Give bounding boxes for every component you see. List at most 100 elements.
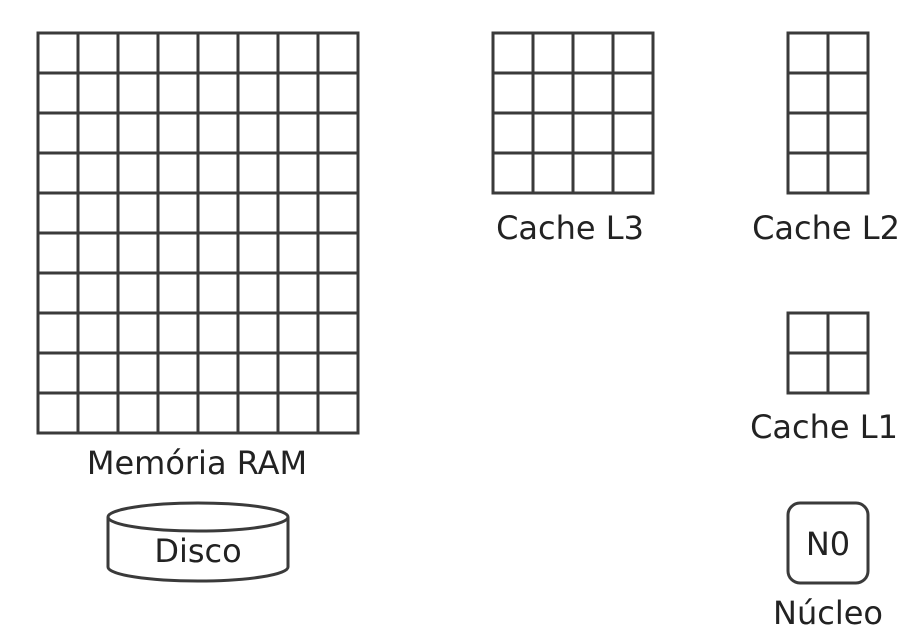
cache-l1-block: [786, 311, 870, 395]
memory-cell: [36, 31, 80, 75]
memory-cell: [276, 271, 320, 315]
memory-cell: [611, 71, 655, 115]
memory-cell: [786, 31, 830, 75]
memory-cell: [156, 351, 200, 395]
memory-cell: [236, 191, 280, 235]
memory-cell: [276, 351, 320, 395]
memory-cell: [491, 71, 535, 115]
memory-cell: [531, 111, 575, 155]
memory-cell: [196, 231, 240, 275]
memory-cell: [116, 191, 160, 235]
memory-cell: [76, 391, 120, 435]
memory-cell: [826, 71, 870, 115]
memory-cell: [76, 71, 120, 115]
memory-cell: [36, 71, 80, 115]
memory-cell: [236, 391, 280, 435]
memory-cell: [116, 271, 160, 315]
memory-cell: [276, 191, 320, 235]
cache-l1-label: Cache L1: [750, 408, 898, 446]
core-label: Núcleo: [773, 594, 883, 632]
memory-cell: [196, 71, 240, 115]
memory-cell: [826, 151, 870, 195]
memory-cell: [76, 151, 120, 195]
memory-cell: [236, 351, 280, 395]
memory-cell: [531, 151, 575, 195]
memory-cell: [531, 31, 575, 75]
memory-cell: [156, 391, 200, 435]
memory-cell: [76, 271, 120, 315]
memory-cell: [116, 31, 160, 75]
memory-cell: [76, 111, 120, 155]
memory-cell: [236, 31, 280, 75]
cache-l2-block: [786, 31, 870, 195]
memory-cell: [156, 151, 200, 195]
memory-cell: [786, 351, 830, 395]
memory-cell: [316, 151, 360, 195]
memory-cell: [316, 271, 360, 315]
memory-cell: [36, 391, 80, 435]
memory-cell: [76, 31, 120, 75]
memory-cell: [316, 391, 360, 435]
memory-cell: [116, 391, 160, 435]
memory-cell: [276, 111, 320, 155]
disk-cylinder: [106, 501, 290, 583]
memory-cell: [276, 311, 320, 355]
memory-cell: [156, 31, 200, 75]
memory-cell: [156, 71, 200, 115]
memory-cell: [116, 71, 160, 115]
memory-cell: [531, 71, 575, 115]
ram-label: Memória RAM: [87, 444, 307, 482]
core-id-label: N0: [806, 525, 850, 563]
memory-cell: [76, 231, 120, 275]
memory-cell: [236, 111, 280, 155]
memory-cell: [611, 151, 655, 195]
memory-cell: [276, 71, 320, 115]
memory-cell: [36, 351, 80, 395]
memory-cell: [156, 191, 200, 235]
disk-top: [106, 501, 290, 533]
memory-cell: [76, 351, 120, 395]
memory-cell: [571, 151, 615, 195]
memory-cell: [316, 311, 360, 355]
memory-cell: [826, 31, 870, 75]
disk-label: Disco: [154, 532, 241, 570]
memory-cell: [316, 71, 360, 115]
memory-cell: [316, 31, 360, 75]
memory-cell: [236, 231, 280, 275]
memory-cell: [491, 111, 535, 155]
memory-cell: [236, 311, 280, 355]
memory-cell: [236, 71, 280, 115]
memory-cell: [156, 271, 200, 315]
memory-cell: [611, 111, 655, 155]
memory-cell: [826, 311, 870, 355]
memory-cell: [196, 111, 240, 155]
memory-cell: [76, 311, 120, 355]
memory-cell: [786, 71, 830, 115]
memory-cell: [156, 311, 200, 355]
memory-cell: [491, 151, 535, 195]
memory-cell: [36, 191, 80, 235]
memory-cell: [196, 31, 240, 75]
memory-cell: [236, 151, 280, 195]
memory-cell: [116, 151, 160, 195]
memory-cell: [236, 271, 280, 315]
memory-cell: [196, 271, 240, 315]
ram-block: [36, 31, 360, 435]
cache-l3-label: Cache L3: [496, 209, 644, 247]
memory-cell: [116, 311, 160, 355]
memory-cell: [276, 391, 320, 435]
memory-cell: [36, 151, 80, 195]
memory-cell: [156, 231, 200, 275]
memory-cell: [786, 111, 830, 155]
memory-cell: [276, 231, 320, 275]
cache-l3-block: [491, 31, 655, 195]
memory-cell: [316, 351, 360, 395]
memory-cell: [826, 351, 870, 395]
memory-cell: [276, 31, 320, 75]
memory-cell: [196, 351, 240, 395]
memory-cell: [786, 311, 830, 355]
memory-cell: [196, 151, 240, 195]
memory-cell: [786, 151, 830, 195]
memory-cell: [571, 31, 615, 75]
